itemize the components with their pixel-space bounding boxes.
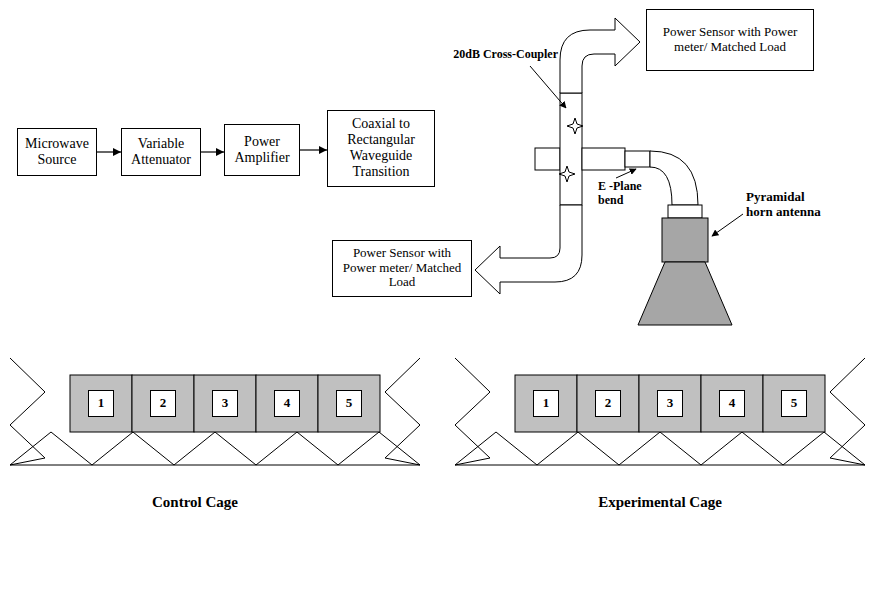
node-text: 2 [160, 396, 167, 411]
leader-line [530, 66, 566, 108]
cage-compartment [763, 375, 825, 432]
callout-label: E -Plane bend [598, 180, 652, 208]
process-box: Power Sensor with Power meter/ Matched L… [646, 9, 814, 71]
callout-label: 20dB Cross-Coupler [430, 48, 558, 62]
cage [455, 358, 865, 465]
cage-compartment [318, 375, 380, 432]
hollow-arrow [560, 18, 640, 93]
node-text: 5 [791, 396, 798, 411]
cage-compartment [70, 375, 132, 432]
cage-compartment [515, 375, 577, 432]
waveguide-stub [535, 148, 560, 170]
node-text: 1 [543, 396, 550, 411]
cage-slot: 5 [336, 390, 362, 417]
node-text: Power Sensor with Power meter/ Matched L… [338, 246, 466, 291]
cage-side [455, 358, 490, 465]
cage-compartment [577, 375, 639, 432]
cage-compartment [639, 375, 701, 432]
horn-flange [668, 205, 702, 218]
process-box: Power Sensor with Power meter/ Matched L… [332, 240, 472, 297]
cage-slot: 2 [595, 390, 621, 417]
cage-slot: 1 [533, 390, 559, 417]
process-box: Coaxial to Rectangular Waveguide Transit… [327, 110, 435, 187]
node-text: Power Amplifier [230, 134, 294, 166]
horn-neck [662, 218, 708, 262]
callout-label: Pyramidal horn antenna [746, 190, 822, 220]
signal-arrow [300, 149, 327, 150]
cage-slot: 4 [719, 390, 745, 417]
cage-slot: 3 [657, 390, 683, 417]
coupling-hole [559, 166, 575, 182]
cage-side [385, 358, 420, 465]
node-text: Power Sensor with Power meter/ Matched L… [652, 25, 808, 55]
leader-line [616, 169, 636, 178]
callout-label: Control Cage [110, 494, 280, 511]
node-text: 5 [346, 396, 353, 411]
hollow-arrow [475, 205, 582, 294]
node-text: 3 [667, 396, 674, 411]
node-text: Coaxial to Rectangular Waveguide Transit… [333, 116, 429, 180]
node-text: Microwave Source [23, 136, 91, 168]
node-text: 1 [98, 396, 105, 411]
node-text: 4 [729, 396, 736, 411]
cage-slot: 3 [212, 390, 238, 417]
callout-label: Experimental Cage [555, 494, 765, 511]
node-text: Variable Attenuator [127, 136, 195, 168]
cage-compartment [132, 375, 194, 432]
leader-line [712, 214, 743, 236]
e-plane-bend [650, 151, 698, 205]
signal-arrow [201, 151, 224, 152]
process-box: Variable Attenuator [121, 128, 201, 176]
cage-slot: 1 [88, 390, 114, 417]
coupling-hole [567, 118, 583, 134]
node-text: 4 [284, 396, 291, 411]
waveguide-arm [582, 148, 625, 170]
cage-truss [10, 432, 420, 465]
cage-base [10, 465, 420, 466]
horn-flare [638, 262, 732, 325]
cage-compartment [194, 375, 256, 432]
process-box: Power Amplifier [224, 124, 300, 176]
waveguide-arm [625, 151, 650, 167]
cage-compartment [256, 375, 318, 432]
cage-slot: 4 [274, 390, 300, 417]
cage-side [830, 358, 865, 465]
cage-slot: 5 [781, 390, 807, 417]
cage-side [10, 358, 45, 465]
node-text: 2 [605, 396, 612, 411]
cage-truss [455, 432, 865, 465]
cage-compartment [701, 375, 763, 432]
cage [10, 358, 420, 465]
cage-base [455, 465, 865, 466]
node-text: 3 [222, 396, 229, 411]
process-box: Microwave Source [17, 128, 97, 176]
cage-slot: 2 [150, 390, 176, 417]
signal-arrow [97, 151, 121, 152]
cross-coupler [560, 93, 582, 205]
